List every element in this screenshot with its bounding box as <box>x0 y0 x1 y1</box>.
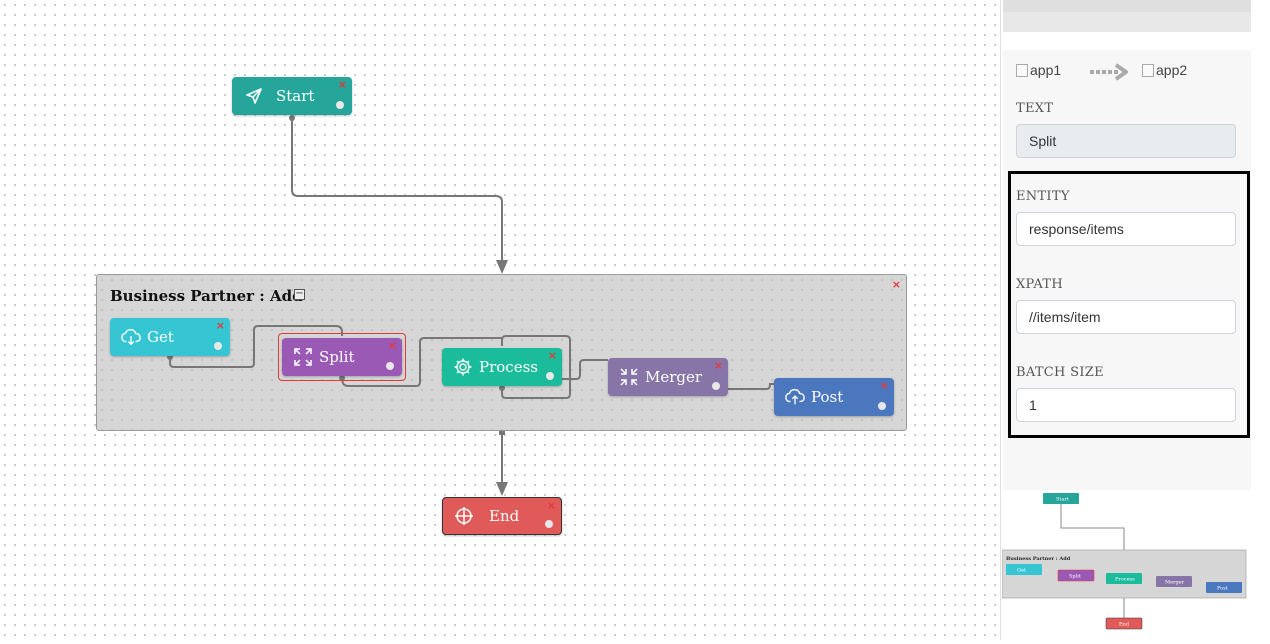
minimap-merger-label: Merger <box>1165 580 1185 586</box>
text-field[interactable]: Split <box>1016 124 1236 158</box>
arrow-right-icon <box>1090 63 1128 81</box>
connector-start-group <box>291 118 508 274</box>
node-split-port[interactable] <box>386 362 394 370</box>
send-icon <box>244 86 264 106</box>
node-merger[interactable]: Merger × <box>608 358 728 396</box>
connector-get-split <box>169 325 343 368</box>
flow-canvas[interactable]: Business Partner : Add − × Start × Get ×… <box>0 0 1000 640</box>
node-end[interactable]: End × <box>442 497 562 535</box>
minimap-node-process <box>1106 573 1142 584</box>
entity-field[interactable]: response/items <box>1016 212 1236 246</box>
node-process-port[interactable] <box>546 372 554 380</box>
node-get-label: Get <box>147 328 174 346</box>
node-post[interactable]: Post × <box>774 378 894 416</box>
compress-icon <box>619 367 639 387</box>
group-close-button[interactable]: × <box>891 278 901 291</box>
minimap-node-end <box>1105 617 1143 630</box>
batch-size-label: BATCH SIZE <box>1016 365 1104 380</box>
node-end-port[interactable] <box>545 520 553 528</box>
node-get[interactable]: Get × <box>110 318 230 356</box>
minimap-node-get <box>1006 564 1042 575</box>
group-collapse-button[interactable]: − <box>294 288 305 300</box>
broken-image-icon <box>1142 63 1154 77</box>
gear-icon <box>453 357 473 377</box>
minimap-node-split <box>1057 569 1095 582</box>
node-start-port[interactable] <box>336 101 344 109</box>
node-get-port[interactable] <box>214 342 222 350</box>
node-get-delete-button[interactable]: × <box>215 319 225 332</box>
entity-label: ENTITY <box>1016 189 1070 204</box>
node-post-delete-button[interactable]: × <box>879 379 889 392</box>
node-merger-port[interactable] <box>712 382 720 390</box>
minimap-get-label: Get <box>1017 568 1026 574</box>
app1-image: app1 <box>1016 62 1061 78</box>
node-start-delete-button[interactable]: × <box>337 78 347 91</box>
node-split-label: Split <box>319 348 355 366</box>
node-process[interactable]: Process × <box>442 348 562 386</box>
node-end-label: End <box>489 507 520 525</box>
minimap-node-merger <box>1156 576 1192 587</box>
node-post-port[interactable] <box>878 402 886 410</box>
minimap-process-label: Process <box>1115 577 1135 583</box>
connector-merger-post <box>726 383 826 390</box>
minimap-node-post <box>1206 582 1242 593</box>
panel-header-stripe <box>1003 0 1251 12</box>
minimap-drawing: Business Partner : Add Start Get Split P… <box>1001 493 1247 630</box>
node-merger-delete-button[interactable]: × <box>713 359 723 372</box>
cloud-download-icon <box>121 327 141 347</box>
minimap[interactable]: Business Partner : Add Start Get Split P… <box>1001 490 1250 640</box>
node-start-label: Start <box>276 87 315 105</box>
group-connector-layer <box>167 325 826 399</box>
connector-layer <box>289 115 508 496</box>
expand-icon <box>293 347 313 367</box>
node-split-delete-button[interactable]: × <box>387 339 397 352</box>
node-post-label: Post <box>811 388 844 406</box>
group-title: Business Partner : Add <box>110 287 303 305</box>
batch-size-field[interactable]: 1 <box>1016 388 1236 422</box>
cloud-upload-icon <box>785 387 805 407</box>
minimap-group-title: Business Partner : Add <box>1006 556 1071 562</box>
app1-alt-text: app1 <box>1030 62 1062 78</box>
node-split[interactable]: Split × <box>282 338 402 376</box>
minimap-connector-start <box>1060 504 1125 550</box>
node-start[interactable]: Start × <box>232 77 352 115</box>
crosshair-icon <box>454 506 474 526</box>
properties-highlight-box <box>1008 171 1250 438</box>
node-end-delete-button[interactable]: × <box>546 499 556 512</box>
app2-image: app2 <box>1142 62 1187 78</box>
text-label: TEXT <box>1016 101 1054 116</box>
node-process-delete-button[interactable]: × <box>547 349 557 362</box>
minimap-post-label: Post <box>1217 586 1228 592</box>
node-merger-label: Merger <box>645 368 703 386</box>
minimap-split-label: Split <box>1069 574 1081 580</box>
minimap-end-label: End <box>1119 622 1130 628</box>
node-split-selection-outline <box>278 333 406 381</box>
broken-image-icon <box>1016 63 1028 77</box>
app2-alt-text: app2 <box>1156 62 1188 78</box>
xpath-field[interactable]: //items/item <box>1016 300 1236 334</box>
minimap-node-start <box>1043 493 1079 504</box>
minimap-start-label: Start <box>1056 497 1069 503</box>
node-process-label: Process <box>479 358 538 376</box>
connector-split-process <box>341 337 503 387</box>
connector-process-loop <box>501 335 571 399</box>
connector-process-merger <box>512 359 608 380</box>
xpath-label: XPATH <box>1016 277 1063 292</box>
